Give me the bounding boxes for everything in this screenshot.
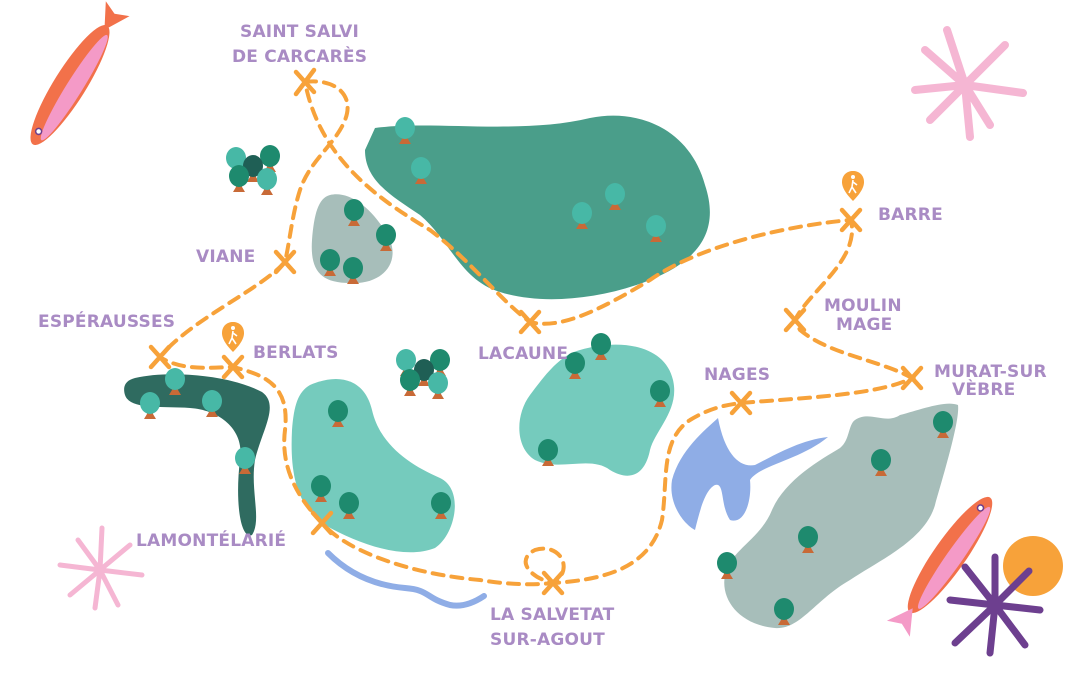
lake-nages bbox=[671, 418, 828, 530]
place-label-nages: NAGES bbox=[704, 365, 770, 385]
place-label-la-salvetat: SUR-AGOUT bbox=[490, 630, 605, 650]
forest-zone-lacaune bbox=[519, 344, 675, 476]
river-agout bbox=[325, 550, 487, 609]
place-label-berlats: BERLATS bbox=[253, 343, 339, 363]
starfish-icon bbox=[57, 525, 145, 611]
place-label-lacaune: LACAUNE bbox=[478, 344, 568, 364]
hiking-route bbox=[157, 79, 917, 587]
tree-cluster-center bbox=[396, 349, 450, 399]
tree-cluster-northwest bbox=[226, 145, 280, 195]
starfish-icon bbox=[946, 553, 1044, 657]
place-label-moulin-mage: MAGE bbox=[836, 315, 892, 335]
x-marker-icon bbox=[148, 67, 924, 596]
place-label-murat-sur-vebre: VÈBRE bbox=[952, 378, 1015, 400]
fish-icon bbox=[886, 496, 993, 637]
starfish-icon bbox=[911, 26, 1027, 141]
hiker-pin-icon[interactable] bbox=[222, 322, 244, 352]
place-label-saint-salvi: DE CARCARÈS bbox=[232, 45, 367, 67]
forest-zone-east bbox=[724, 403, 959, 629]
fish-icon bbox=[30, 1, 130, 145]
hiker-pin-icon[interactable] bbox=[842, 171, 864, 201]
forest-zone-west bbox=[124, 374, 270, 536]
place-label-barre: BARRE bbox=[878, 205, 943, 225]
place-label-viane: VIANE bbox=[196, 247, 255, 267]
forest-zone-north bbox=[365, 115, 710, 300]
forest-zone-south bbox=[291, 378, 455, 553]
place-label-la-salvetat: LA SALVETAT bbox=[490, 605, 615, 625]
place-label-moulin-mage: MOULIN bbox=[824, 296, 902, 316]
place-label-esperausses: ESPÉRAUSSES bbox=[38, 310, 175, 332]
place-label-murat-sur-vebre: MURAT-SUR bbox=[934, 362, 1047, 382]
place-label-saint-salvi: SAINT SALVI bbox=[240, 22, 359, 42]
place-label-lamontelarie: LAMONTÉLARIÉ bbox=[136, 529, 286, 551]
